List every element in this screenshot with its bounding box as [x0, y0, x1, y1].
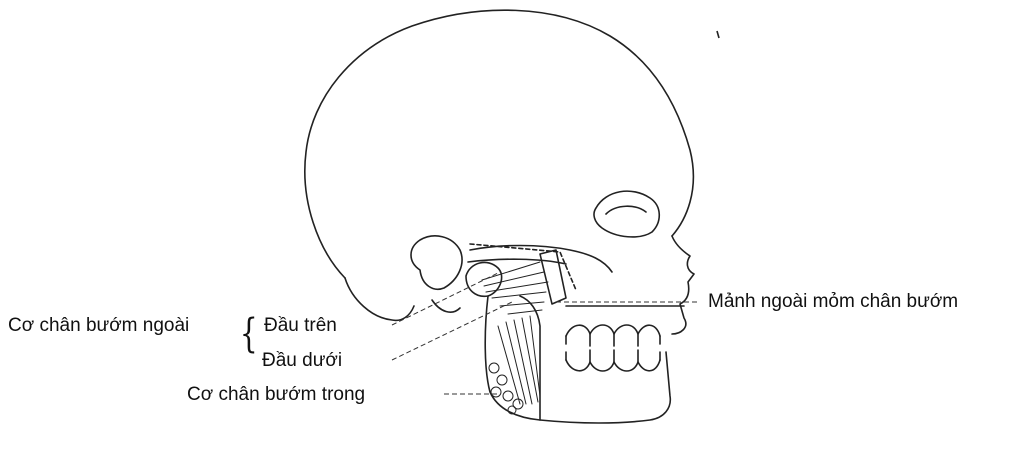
cranium-outline	[305, 10, 694, 278]
lateral-pterygoid-muscle	[482, 262, 548, 314]
label-lower-head: Đầu dưới	[262, 350, 342, 372]
label-lateral-pterygoid: Cơ chân bướm ngoài	[8, 315, 189, 337]
label-medial-pterygoid: Cơ chân bướm trong	[187, 384, 365, 406]
speck-mark	[717, 31, 719, 38]
label-upper-head: Đầu trên	[264, 315, 337, 337]
brace-bracket: {	[240, 314, 258, 354]
label-lateral-plate: Mảnh ngoài mỏm chân bướm	[708, 291, 958, 313]
orbit-outline	[594, 191, 659, 237]
lower-teeth	[566, 360, 660, 371]
facial-profile	[672, 236, 694, 334]
leader-lower-head	[392, 302, 512, 360]
ear-region	[411, 236, 462, 289]
upper-teeth	[566, 325, 660, 336]
medial-pterygoid-muscle	[498, 316, 540, 404]
lateral-pterygoid-plate	[540, 250, 566, 304]
